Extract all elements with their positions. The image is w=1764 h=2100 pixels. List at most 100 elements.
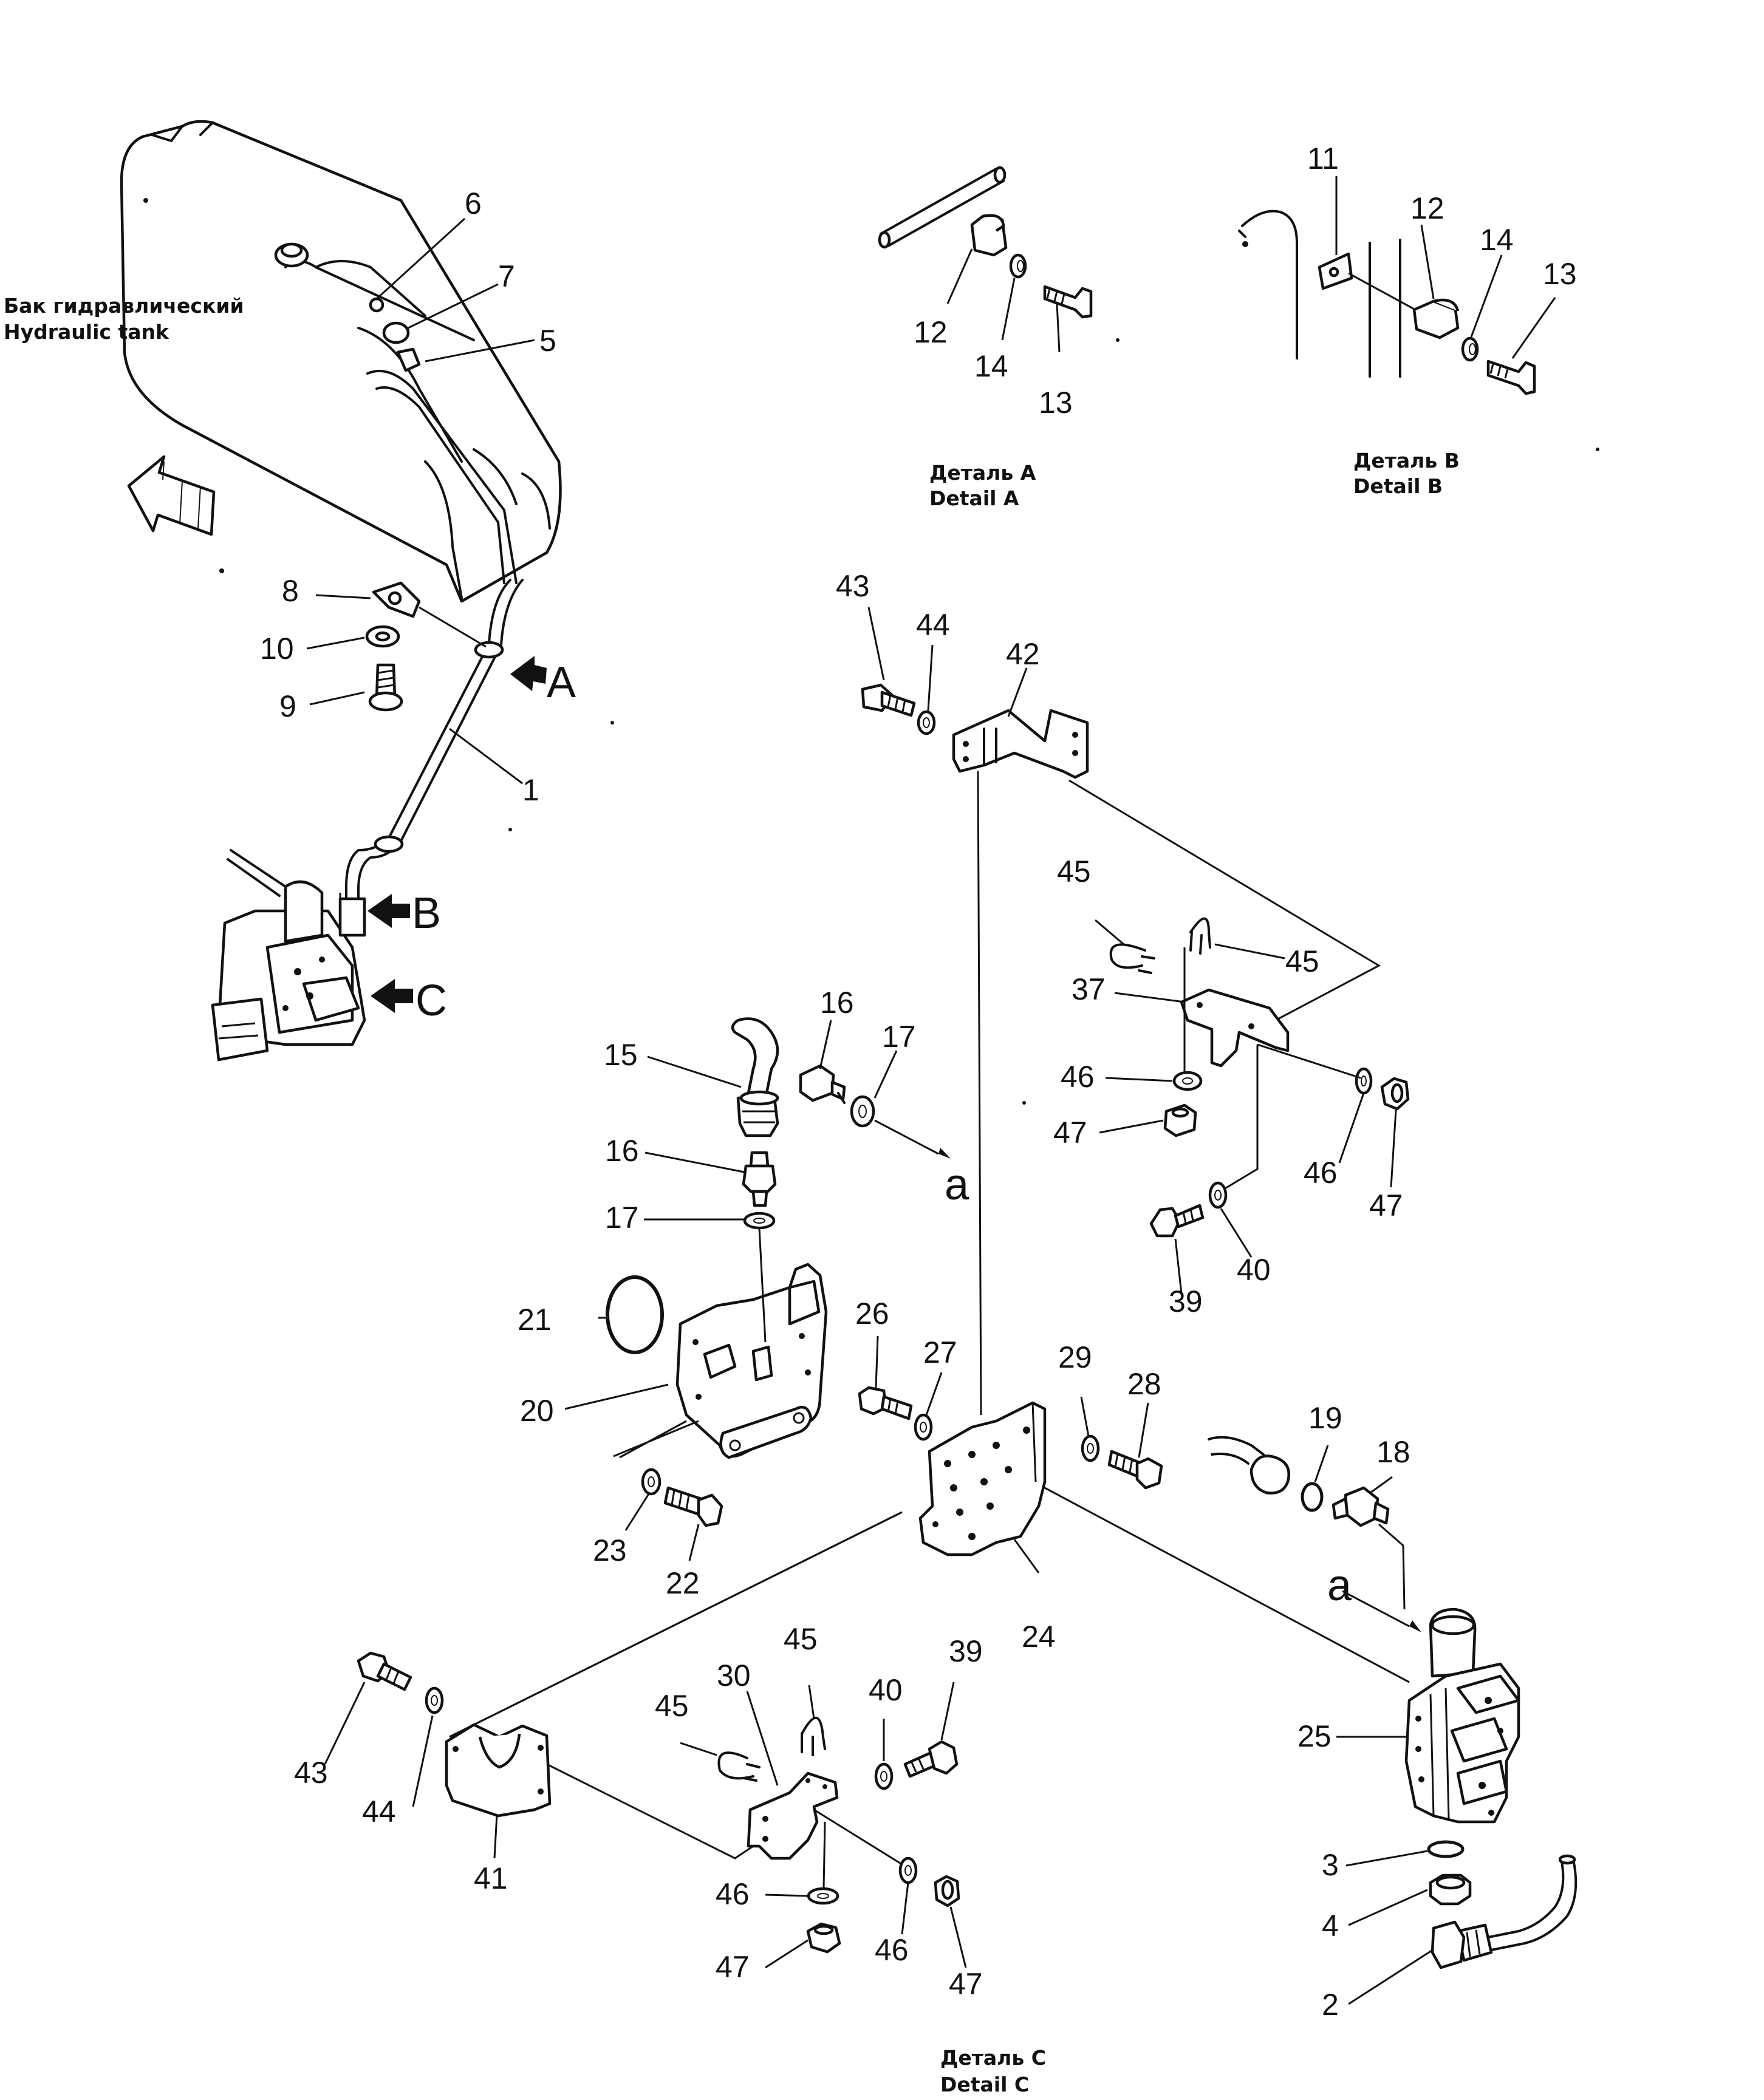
callout-28: 28: [1127, 1367, 1161, 1401]
callout-22: 22: [666, 1566, 700, 1600]
connection-mark-a-upper: a: [945, 1161, 969, 1209]
bracket-30: [747, 1771, 839, 1860]
callout-45-left: 45: [1057, 854, 1091, 888]
bolt-26: [858, 1386, 913, 1420]
callouts-lower: 43 44 41 30 45 45 40 39 46 47 46 47: [294, 1622, 983, 2001]
leaders-bracket-37: [1095, 919, 1397, 1294]
callout-39-upper: 39: [1169, 1284, 1203, 1318]
callout-46-left: 46: [1061, 1060, 1095, 1094]
plate-20: [675, 1263, 828, 1459]
washer-10: [365, 625, 400, 648]
washer-46-lower-right: [898, 1856, 918, 1884]
u-bolt-45-lower-right: [801, 1716, 826, 1756]
callout-47-right: 47: [1369, 1188, 1403, 1222]
callout-24: 24: [1022, 1620, 1056, 1654]
leaders-center: [449, 1020, 1410, 1738]
callout-43-lower: 43: [294, 1756, 328, 1790]
callout-46-lower-right: 46: [875, 1933, 909, 1967]
callout-29: 29: [1058, 1340, 1092, 1374]
leaders-lower: [324, 1511, 967, 1969]
callout-6: 6: [465, 186, 482, 220]
washer-40-lower: [874, 1762, 894, 1790]
oring-3: [1427, 1840, 1465, 1858]
view-arrow-a-label: A: [547, 658, 576, 707]
callout-47-left: 47: [1053, 1116, 1087, 1150]
detail-b-caption-ru: Деталь B: [1353, 449, 1460, 472]
callout-19: 19: [1308, 1401, 1342, 1435]
callout-21: 21: [518, 1303, 552, 1337]
detail-a-caption: Деталь A Detail A: [929, 461, 1036, 510]
view-arrow-b-label: B: [412, 889, 441, 938]
washer-29: [1081, 1434, 1100, 1462]
washer-17-upper: [850, 1095, 875, 1128]
bracket-41: [445, 1723, 552, 1818]
oring-19: [1301, 1482, 1324, 1512]
valve-25: [1404, 1607, 1520, 1824]
detail-c-caption-en: Detail C: [940, 2073, 1029, 2096]
callout-13b: 13: [1543, 257, 1577, 291]
pipe-1: [345, 579, 524, 912]
callout-41: 41: [474, 1861, 508, 1895]
detail-b-caption: Деталь B Detail B: [1353, 449, 1460, 498]
callout-12b: 12: [1410, 191, 1444, 225]
callout-1: 1: [522, 773, 539, 807]
fitting-16-lower: [742, 1151, 777, 1207]
bolt-28: [1107, 1450, 1163, 1490]
view-arrow-b: B: [368, 889, 441, 938]
callout-17-lower: 17: [605, 1201, 639, 1235]
callouts-detail-b: 11 12 14 13: [1307, 141, 1577, 291]
callout-9: 9: [279, 689, 296, 723]
nut-4: [1429, 1873, 1472, 1906]
callout-25: 25: [1297, 1719, 1332, 1753]
callout-13: 13: [1039, 386, 1073, 420]
callout-45-right: 45: [1285, 944, 1319, 978]
washer-46-right: [1355, 1067, 1373, 1095]
washer-46-left: [1172, 1071, 1203, 1091]
callout-14: 14: [974, 349, 1008, 383]
callout-45-lower-left: 45: [655, 1689, 689, 1723]
callout-5: 5: [539, 324, 556, 358]
oring-21: [606, 1275, 664, 1354]
callouts-center: 15 16 17 16 17 21 20 23 22 26 27 29 28 2…: [518, 986, 1161, 1654]
washer-23: [641, 1468, 662, 1496]
connection-mark-a-lower: a: [1327, 1561, 1352, 1610]
washer-44-lower: [425, 1686, 444, 1714]
callouts-valve: 19 18 25 3 4 2: [1297, 1401, 1410, 2022]
callout-10: 10: [260, 632, 294, 666]
callout-42: 42: [1006, 637, 1040, 671]
callout-30: 30: [717, 1659, 751, 1693]
direction-arrow-icon: [127, 455, 216, 536]
bolt-43-upper: [861, 683, 916, 717]
bolt-9: [368, 663, 403, 712]
nut-47-lower-left: [806, 1922, 841, 1954]
u-bolt-45-lower-left: [717, 1751, 761, 1782]
hose-2: [1431, 1854, 1578, 1969]
u-bolt-45-left: [1109, 943, 1155, 974]
view-arrow-a: A: [510, 656, 576, 707]
bracket-37: [1180, 988, 1290, 1068]
callout-23: 23: [593, 1533, 627, 1567]
callout-44-upper: 44: [916, 608, 950, 642]
valve-assembly: [211, 849, 366, 1062]
washer-27: [914, 1413, 933, 1441]
callout-46-right: 46: [1304, 1156, 1338, 1190]
detail-c-caption-ru: Деталь C: [940, 2046, 1046, 2070]
connection-a-upper: a: [874, 1119, 969, 1209]
specks: [508, 338, 1599, 1105]
detail-b-caption-en: Detail B: [1353, 474, 1443, 498]
callout-46-lower-left: 46: [716, 1877, 750, 1911]
callout-16-upper: 16: [820, 986, 854, 1020]
detail-c-caption: Деталь C Detail C: [940, 2046, 1046, 2096]
fitting-18: [1332, 1486, 1390, 1527]
detail-a-caption-en: Detail A: [929, 486, 1019, 510]
nut-47-lower-right: [934, 1875, 960, 1907]
detail-a: [878, 166, 1093, 353]
callout-47-lower-right: 47: [949, 1967, 983, 2001]
callout-43-upper: 43: [836, 569, 870, 603]
nut-47-left: [1163, 1103, 1197, 1137]
clamp-8: [372, 581, 487, 648]
u-bolt-45-right: [1189, 917, 1211, 955]
callout-12: 12: [914, 315, 948, 349]
callout-27: 27: [923, 1335, 957, 1369]
